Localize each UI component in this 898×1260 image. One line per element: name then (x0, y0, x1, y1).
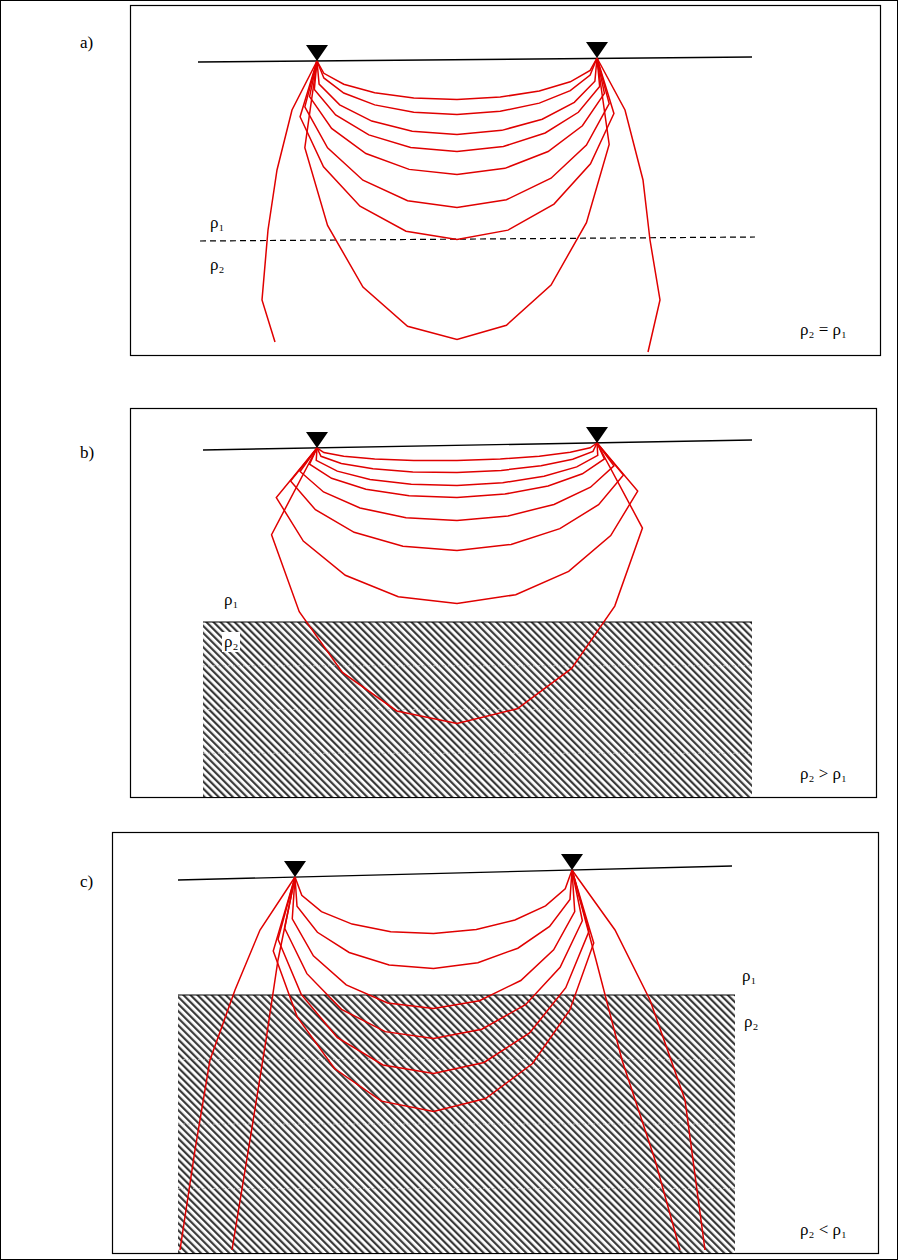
current-line (317, 58, 597, 100)
current-line (232, 877, 295, 1250)
layer-boundary (178, 994, 735, 995)
current-line (278, 870, 589, 1074)
resistivity-relation: ρ₂ > ρ₁ (798, 764, 849, 784)
current-line (572, 870, 705, 1250)
grid-line (178, 1059, 735, 1060)
current-line (305, 58, 609, 340)
current-line (317, 58, 597, 135)
current-line (272, 443, 643, 724)
panel-frame (113, 833, 879, 1254)
panel-frame (131, 6, 881, 356)
panel-letter: a) (78, 33, 95, 53)
layer-resistivity: ρ₁ (208, 213, 226, 233)
current-line (295, 870, 572, 934)
electrode-symbol (561, 854, 583, 870)
panel-frame (131, 409, 877, 798)
electrode-symbol (306, 45, 328, 61)
current-line (572, 870, 680, 1250)
grid-line (178, 1188, 735, 1189)
electrode-symbol (586, 42, 608, 58)
current-line (291, 443, 624, 551)
layer-boundary (200, 237, 755, 241)
current-line (317, 443, 597, 461)
panel-letter: b) (78, 443, 96, 463)
lower-layer-hatch (203, 622, 752, 797)
current-line (316, 443, 598, 486)
layer-resistivity: ρ₁ (740, 966, 758, 986)
grid-line (203, 753, 752, 754)
electrode-symbol (306, 432, 328, 448)
current-line (262, 61, 317, 342)
current-line (597, 58, 660, 352)
panel (113, 833, 879, 1254)
layer-boundary (203, 621, 752, 622)
current-line (180, 877, 295, 1250)
grid-line (178, 1124, 735, 1125)
layer-resistivity: ρ₂ (742, 1012, 760, 1032)
current-line (314, 58, 599, 152)
panel (131, 6, 881, 356)
current-line (292, 870, 574, 1009)
ground-surface (178, 866, 732, 880)
layer-resistivity: ρ₂ (222, 632, 240, 652)
resistivity-relation: ρ₂ = ρ₁ (798, 320, 849, 340)
ground-surface (198, 57, 752, 62)
current-line (305, 58, 609, 208)
current-line (276, 443, 637, 604)
grid-line (203, 709, 752, 710)
current-line (300, 58, 614, 240)
resistivity-relation: ρ₂ < ρ₁ (798, 1220, 849, 1240)
current-line (310, 58, 605, 175)
grid-line (203, 665, 752, 666)
current-line (317, 443, 597, 473)
current-line (273, 870, 594, 1112)
ground-surface (203, 440, 752, 450)
current-line (285, 870, 583, 1039)
panel (131, 409, 877, 798)
current-line (310, 443, 605, 498)
current-line (295, 870, 572, 969)
layer-resistivity: ρ₂ (208, 255, 226, 275)
layer-resistivity: ρ₁ (222, 590, 240, 610)
electrode-symbol (284, 861, 306, 877)
electrode-symbol (586, 427, 608, 443)
current-line (317, 58, 597, 115)
panel-letter: c) (78, 872, 95, 892)
current-line (300, 443, 614, 521)
